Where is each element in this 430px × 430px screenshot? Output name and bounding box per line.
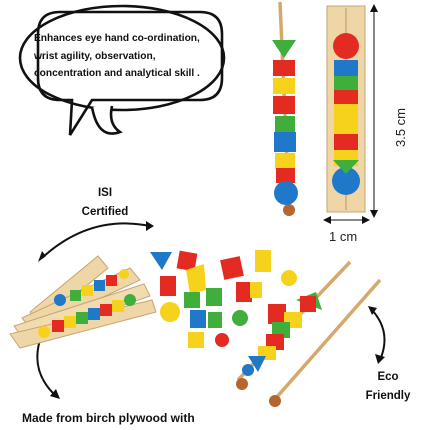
- pattern-boards-stack: [9, 255, 157, 349]
- bead-square-yellow: [273, 78, 295, 94]
- callout-line: Enhances eye hand co-ordination,: [34, 33, 200, 44]
- width-dimension-label: 1 cm: [329, 229, 358, 244]
- loose-beads: [150, 250, 297, 348]
- curved-arrow-top: [41, 222, 151, 259]
- curved-arrow-right: [371, 309, 386, 361]
- bead-round-blue: [274, 181, 298, 205]
- stick-knob: [283, 204, 295, 216]
- callout-line: wrist agility, observation,: [34, 50, 156, 62]
- bead-square-green: [275, 116, 295, 132]
- callout-line: concentration and analytical skill .: [34, 68, 200, 79]
- eco-friendly-label: Eco Friendly: [358, 368, 418, 406]
- height-dimension-label: 3.5 cm: [393, 107, 409, 148]
- curved-arrow-left: [36, 333, 57, 397]
- isi-certified-label: ISI Certified: [70, 184, 140, 222]
- feature-callout: Enhances eye hand co-ordination, wrist a…: [34, 30, 234, 83]
- bead-square-red: [273, 60, 295, 76]
- bead-square-red: [276, 168, 295, 183]
- isi-line: ISI: [97, 187, 113, 199]
- bead-square-blue: [274, 132, 296, 152]
- bead-triangle-green: [272, 40, 296, 58]
- material-caption: Made from birch plywood with: [22, 411, 195, 425]
- friendly-line: Friendly: [365, 390, 411, 402]
- bead-square-yellow: [275, 153, 295, 169]
- beaded-stick: [242, 292, 322, 376]
- eco-line: Eco: [377, 371, 399, 383]
- certified-line: Certified: [81, 206, 129, 218]
- bead-square-red: [273, 96, 295, 114]
